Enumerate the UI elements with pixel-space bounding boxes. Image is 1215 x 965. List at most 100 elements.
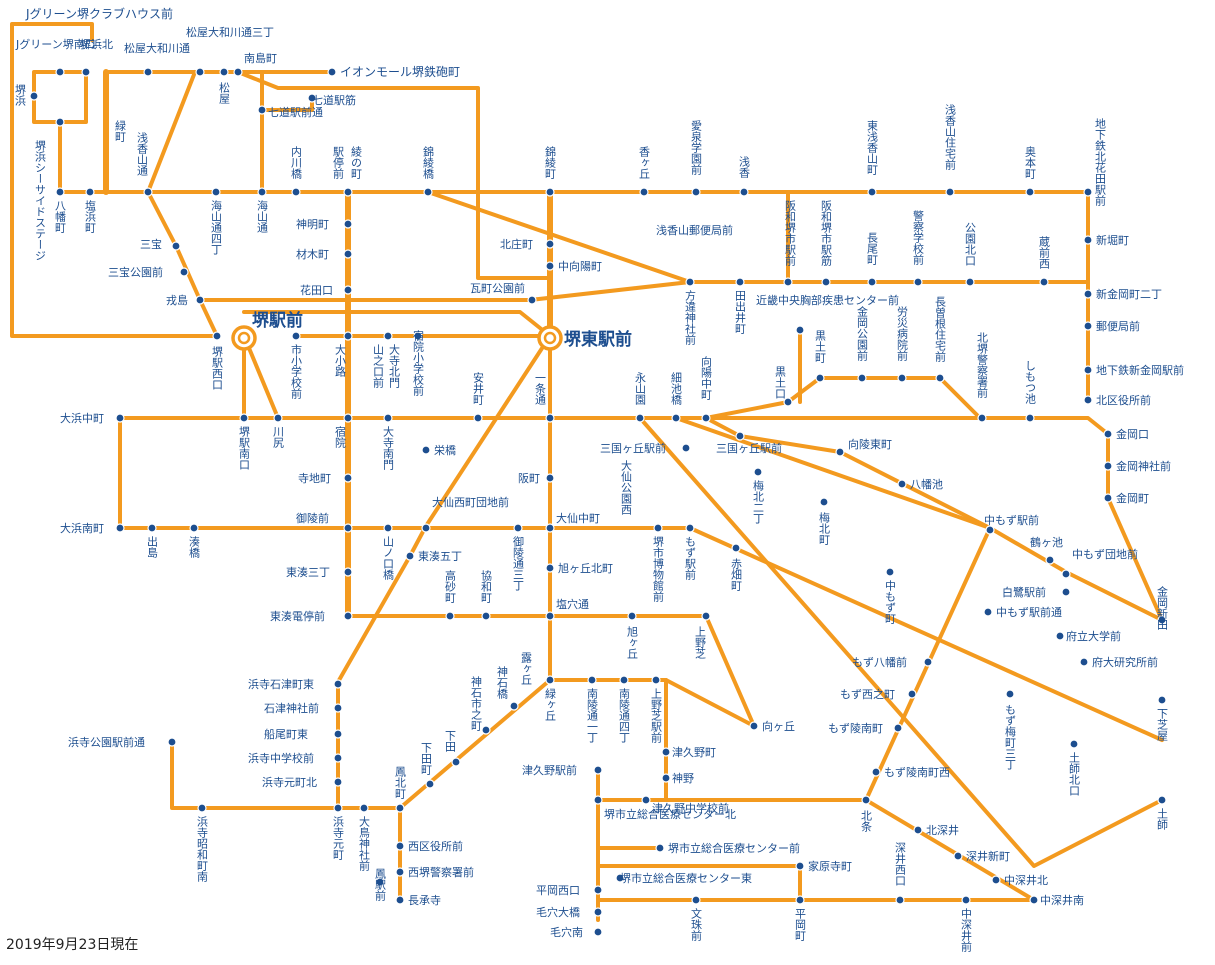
stop-label: 堺浜北	[80, 38, 113, 51]
stop-label: 松屋大和川通三丁	[186, 25, 274, 39]
stop-dot	[545, 675, 555, 685]
stop-dot	[991, 875, 1001, 885]
stop-label: 金岡町	[1116, 491, 1149, 505]
stop-label: 北庄町	[500, 237, 533, 251]
stop-label: 中もず団地前	[1072, 547, 1138, 561]
stop-label: 文珠前	[690, 907, 703, 942]
stop-dot	[343, 473, 353, 483]
stop-label: 上野芝	[694, 626, 707, 659]
stop-label: 津久野町	[672, 746, 716, 759]
stop-label: 南陵通一丁	[586, 688, 599, 743]
stop-label: 大小路	[334, 343, 347, 378]
stop-dot	[893, 723, 903, 733]
stop-dot	[343, 249, 353, 259]
stop-label: 西堺警察署前	[408, 865, 474, 879]
stop-dot	[451, 757, 461, 767]
stop-label: 大仙中町	[556, 511, 600, 525]
stop-dot	[545, 187, 555, 197]
stop-dot	[593, 927, 603, 937]
stop-label: 北条	[860, 810, 873, 832]
stop-label: 下田	[444, 730, 457, 752]
stop-label: 警察学校前	[912, 209, 925, 266]
stop-label: 阪町	[518, 471, 540, 485]
stop-label: 奥本町	[1024, 145, 1037, 179]
stop-label: 新堀町	[1096, 233, 1129, 247]
stop-label: 南陵通四丁	[618, 688, 631, 743]
stop-label: 東浅香山町	[866, 120, 879, 175]
as-of-date: 2019年9月23日現在	[6, 937, 139, 953]
stop-label: 石津神社前	[264, 701, 319, 715]
stop-dot	[655, 843, 665, 853]
stop-label: 高砂町	[444, 569, 457, 603]
stop-dot	[753, 467, 763, 477]
stop-label: 塩穴通	[556, 597, 589, 611]
stop-label: 八幡池	[910, 477, 943, 491]
stop-dot	[473, 413, 483, 423]
stop-label: 大鳥神社前	[358, 815, 371, 872]
stop-label: 八幡町	[54, 200, 67, 233]
stop-label: 浅香山郵便局前	[656, 223, 733, 237]
stop-label: 愛泉学園前	[690, 120, 703, 176]
stop-dot	[795, 861, 805, 871]
stop-label: 田出井町	[734, 290, 747, 334]
stop-dot	[55, 117, 65, 127]
stop-label: 湊橋	[188, 535, 201, 559]
stop-dot	[1069, 739, 1079, 749]
stop-label: 浜寺昭和町南	[196, 816, 209, 882]
stop-dot	[383, 331, 393, 341]
stop-label: 地下鉄新金岡駅前	[1096, 363, 1184, 377]
stop-label: 栄橋	[434, 443, 456, 457]
stop-label: 露ヶ丘	[520, 652, 533, 685]
stop-label: 大浜南町	[60, 521, 104, 535]
stop-dot	[619, 675, 629, 685]
stop-dot	[29, 91, 39, 101]
stop-dot	[819, 497, 829, 507]
stop-label: もず駅前	[684, 536, 697, 581]
stop-label: 海山通	[256, 199, 269, 233]
stop-label: 土師北口	[1068, 752, 1081, 796]
stop-dot	[395, 895, 405, 905]
stop-label: 大仙公園西	[620, 459, 633, 515]
stop-label: 浜寺元町	[332, 816, 345, 860]
stop-dot	[701, 611, 711, 621]
stop-label: 中深井南	[1040, 893, 1084, 907]
stop-label: 鳳北町	[394, 766, 407, 799]
stop-dot	[333, 729, 343, 739]
stop-dot	[653, 523, 663, 533]
stop-dot	[545, 473, 555, 483]
stop-label: 花田口	[300, 284, 333, 297]
stop-dot	[343, 285, 353, 295]
stop-label: 長承寺	[408, 894, 441, 907]
stop-dot	[375, 877, 385, 887]
stop-label: 御陵前	[296, 511, 329, 525]
stop-dot	[1025, 187, 1035, 197]
stop-dot	[897, 373, 907, 383]
stop-label: 中もず町	[884, 580, 897, 624]
stop-label: 一条通	[534, 372, 547, 405]
route-line	[336, 334, 552, 810]
stop-dot	[1103, 461, 1113, 471]
stop-dot	[545, 261, 555, 271]
stop-dot	[1025, 413, 1035, 423]
route-line	[32, 70, 88, 124]
stop-label: 安井町	[472, 371, 485, 405]
stop-label: 神明町	[296, 217, 329, 231]
stop-label: 下芝屋	[1156, 708, 1169, 742]
stop-dot	[983, 607, 993, 617]
stop-label: 向陽中町	[700, 355, 713, 400]
stop-label: 新金岡町二丁	[1096, 287, 1162, 301]
stop-dot	[593, 795, 603, 805]
stop-label: 戎島	[166, 293, 188, 307]
stop-dot	[1157, 695, 1167, 705]
stop-dot	[985, 525, 995, 535]
stop-dot	[735, 277, 745, 287]
route-line	[236, 70, 552, 280]
stop-dot	[701, 413, 711, 423]
stop-dot	[1083, 289, 1093, 299]
stop-dot	[343, 523, 353, 533]
stop-label: 船尾町東	[264, 727, 308, 741]
stop-dot	[685, 277, 695, 287]
route-line	[674, 416, 1164, 622]
route-line	[10, 22, 219, 338]
